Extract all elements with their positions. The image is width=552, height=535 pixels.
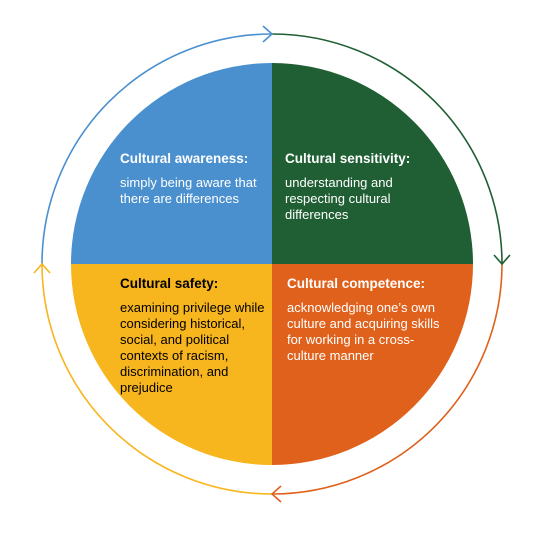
competence-title: Cultural competence: xyxy=(287,276,426,291)
sensitivity-description: understanding and respecting cultural di… xyxy=(285,175,393,222)
arrowhead-left-icon xyxy=(33,262,51,274)
sensitivity-title: Cultural sensitivity: xyxy=(285,151,411,166)
safety-title: Cultural safety: xyxy=(120,276,219,291)
cycle-arc-blue xyxy=(41,33,273,265)
cycle-arc-yellow xyxy=(41,263,273,495)
safety-text-block: Cultural safety: examining privilege whi… xyxy=(120,275,270,396)
safety-description: examining privilege while considering hi… xyxy=(120,300,265,395)
competence-text-block: Cultural competence: acknowledging one’s… xyxy=(287,275,442,364)
quadrant-awareness xyxy=(71,63,272,264)
arrowhead-right-icon xyxy=(493,254,511,266)
competence-description: acknowledging one’s own culture and acqu… xyxy=(287,300,440,363)
arrowhead-top-icon xyxy=(262,25,274,43)
arrowhead-bottom-icon xyxy=(270,485,282,503)
quadrant-safety xyxy=(71,264,272,465)
awareness-text-block: Cultural awareness: simply being aware t… xyxy=(120,150,265,207)
cycle-arc-green xyxy=(271,33,503,265)
awareness-description: simply being aware that there are differ… xyxy=(120,175,257,206)
quadrant-competence xyxy=(272,264,473,465)
sensitivity-text-block: Cultural sensitivity: understanding and … xyxy=(285,150,435,223)
cycle-arc-orange xyxy=(271,263,503,495)
quadrant-sensitivity xyxy=(272,63,473,264)
awareness-title: Cultural awareness: xyxy=(120,151,249,166)
